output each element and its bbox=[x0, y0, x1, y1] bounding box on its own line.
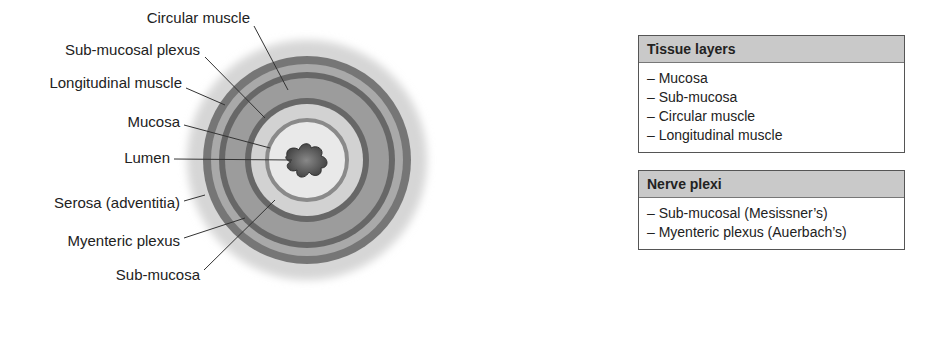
serosa-ring bbox=[187, 40, 427, 280]
leader-line bbox=[184, 195, 205, 201]
box-heading: Nerve plexi bbox=[639, 171, 904, 198]
legend-box: Tissue layers– Mucosa– Sub-mucosa– Circu… bbox=[638, 35, 905, 153]
list-item: – Myenteric plexus (Auerbach’s) bbox=[639, 223, 904, 242]
box-body: – Sub-mucosal (Mesissner’s)– Myenteric p… bbox=[639, 198, 904, 249]
leader-line bbox=[184, 218, 245, 238]
part-label: Sub-mucosa bbox=[116, 266, 200, 284]
leader-line bbox=[205, 57, 265, 118]
leader-line bbox=[184, 125, 270, 148]
list-item: – Circular muscle bbox=[639, 107, 904, 126]
box-body: – Mucosa– Sub-mucosa– Circular muscle– L… bbox=[639, 63, 904, 152]
part-label: Serosa (adventitia) bbox=[54, 194, 180, 212]
legend-box: Nerve plexi– Sub-mucosal (Mesissner’s)– … bbox=[638, 170, 905, 250]
part-label: Sub-mucosal plexus bbox=[65, 41, 200, 59]
list-item: – Sub-mucosal (Mesissner’s) bbox=[639, 204, 904, 223]
part-label: Mucosa bbox=[127, 113, 180, 131]
part-label: Circular muscle bbox=[147, 9, 250, 27]
list-item: – Longitudinal muscle bbox=[639, 126, 904, 145]
leader-line bbox=[174, 159, 292, 160]
list-item: – Sub-mucosa bbox=[639, 88, 904, 107]
part-label: Longitudinal muscle bbox=[49, 74, 182, 92]
leader-line bbox=[186, 88, 225, 105]
part-label: Lumen bbox=[124, 149, 170, 167]
leader-line bbox=[204, 200, 275, 270]
box-heading: Tissue layers bbox=[639, 36, 904, 63]
list-item: – Mucosa bbox=[639, 69, 904, 88]
leader-line bbox=[254, 26, 288, 90]
part-label: Myenteric plexus bbox=[67, 232, 180, 250]
